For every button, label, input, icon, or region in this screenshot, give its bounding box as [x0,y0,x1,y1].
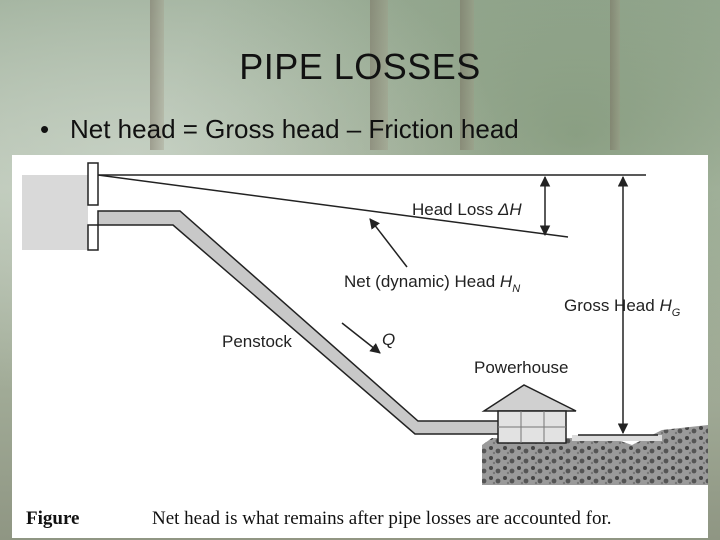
bullet-text: Net head = Gross head – Friction head [70,114,519,144]
diagram-svg: Head Loss ΔH Net (dynamic) Head HN Gross… [22,162,708,529]
flow-label: Q [382,330,395,349]
head-loss-label: Head Loss ΔH [412,200,522,219]
tailwater [572,435,662,441]
bullet-symbol: • [40,114,50,144]
penstock-label: Penstock [222,332,292,351]
powerhouse-roof [481,384,577,412]
hydro-head-diagram: Head Loss ΔH Net (dynamic) Head HN Gross… [12,155,708,538]
energy-grade-line [97,174,569,238]
figure-caption-text: Net head is what remains after pipe loss… [152,508,612,529]
net-head-pointer-arrow [369,218,408,268]
reservoir [22,175,88,250]
powerhouse-label: Powerhouse [474,358,569,377]
net-head-label: Net (dynamic) Head HN [344,272,520,295]
tree-trunk [610,0,620,150]
tree-trunk [370,0,388,150]
tree-trunk [150,0,164,150]
slide-title: PIPE LOSSES [239,46,481,87]
dam-wall-lower [87,224,99,251]
tree-trunk [460,0,474,150]
gross-head-label: Gross Head HG [564,296,681,319]
penstock-pipe [97,210,503,435]
dam-wall-upper [87,162,99,206]
figure-caption-label: Figure [26,508,79,529]
bullet-point: • Net head = Gross head – Friction head [40,114,519,145]
flow-arrow [341,322,381,354]
